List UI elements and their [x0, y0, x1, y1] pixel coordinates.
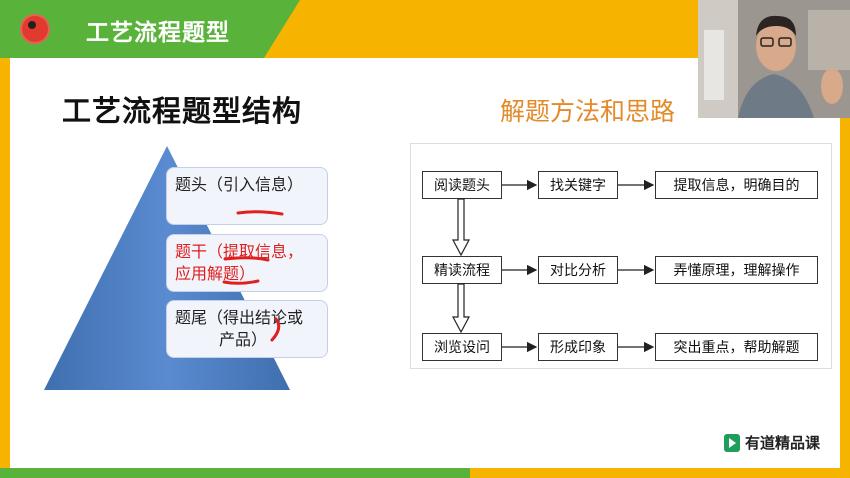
flow-row3-step2: 形成印象	[538, 333, 618, 361]
header-title: 工艺流程题型	[86, 20, 230, 46]
logo-icon	[20, 14, 50, 44]
tier-top-text: 题头（引入信息）	[175, 175, 304, 194]
flow-row3-step1: 浏览设问	[422, 333, 502, 361]
tier-bottom-text-line2: 产品）	[219, 330, 268, 349]
right-frame-bar	[840, 58, 850, 478]
brand-label: 有道精品课	[745, 434, 821, 452]
slide-title: 工艺流程题型结构	[62, 94, 303, 128]
presenter-webcam	[698, 0, 850, 118]
flow-row1-step1: 阅读题头	[422, 171, 502, 199]
play-logo-icon	[724, 433, 740, 452]
flow-row2-step1: 精读流程	[422, 256, 502, 284]
slide-subtitle: 解题方法和思路	[500, 97, 676, 126]
flow-row1-step2: 找关键字	[538, 171, 618, 199]
flow-row2-step3: 弄懂原理，理解操作	[655, 256, 818, 284]
tier-middle-text: 题干（提取信息，	[175, 242, 304, 261]
flow-row1-step3: 提取信息，明确目的	[655, 171, 818, 199]
tier-bottom-text: 题尾（得出结论或	[175, 308, 304, 327]
pyramid-tier-bottom: 题尾（得出结论或 产品）	[166, 300, 328, 358]
flow-row2-step2: 对比分析	[538, 256, 618, 284]
pyramid-tier-top: 题头（引入信息）	[166, 167, 328, 225]
header-banner: 工艺流程题型	[0, 0, 300, 58]
brand-watermark: 有道精品课	[724, 432, 820, 453]
left-frame-bar	[0, 58, 10, 478]
flow-row3-step3: 突出重点，帮助解题	[655, 333, 818, 361]
bottom-green-strip	[0, 468, 470, 478]
tier-middle-text-line2: 应用解题）	[175, 264, 256, 283]
